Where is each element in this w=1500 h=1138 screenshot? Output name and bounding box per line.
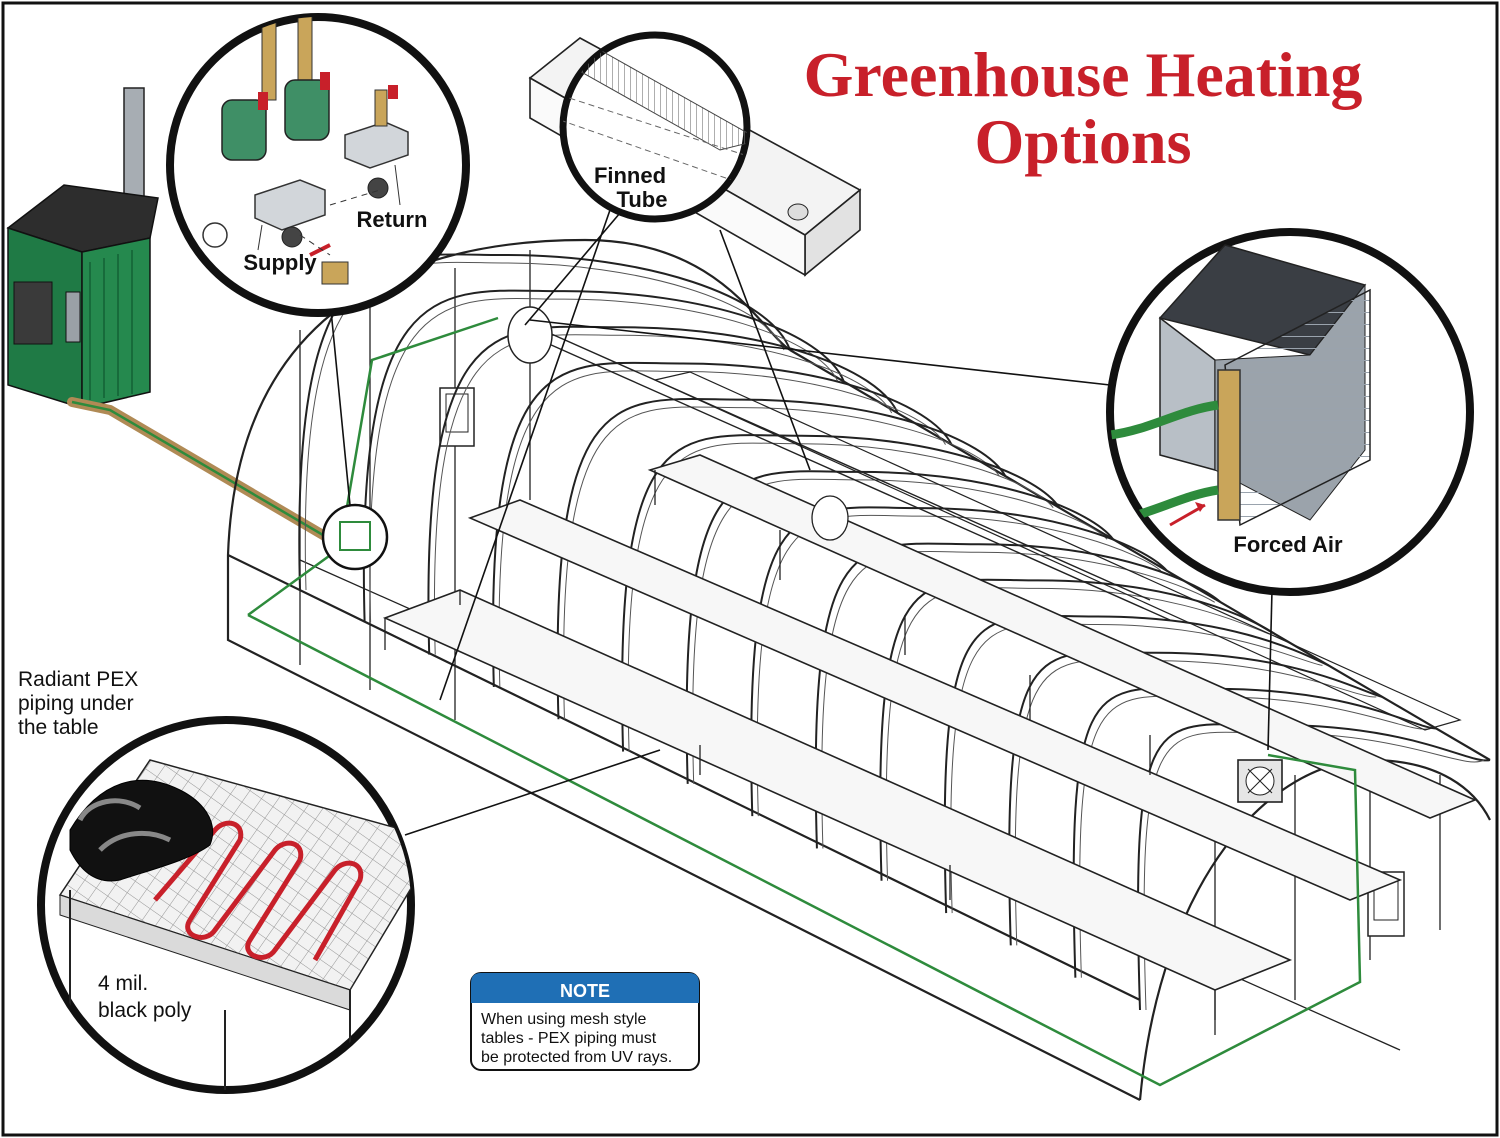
pex-loops bbox=[153, 820, 364, 962]
supply-return-callout: Return Supply bbox=[166, 13, 470, 317]
radiant-label-line-3: the table bbox=[18, 716, 99, 739]
note-line-3: be protected from UV rays. bbox=[481, 1049, 672, 1066]
forced-air-callout: Forced Air bbox=[1106, 228, 1474, 596]
outdoor-boiler bbox=[6, 87, 159, 410]
greenhouse-rib-inner bbox=[498, 370, 946, 687]
greenhouse-rib bbox=[621, 434, 1061, 752]
radiant-pex-callout: Radiant PEX piping under the table 4 mil… bbox=[18, 668, 415, 1094]
greenhouse-rib bbox=[492, 361, 953, 687]
return-label: Return bbox=[357, 207, 428, 232]
forced-air-unit-locator bbox=[1237, 759, 1283, 803]
greenhouse-rib-inner bbox=[369, 298, 839, 623]
greenhouse-rib-inner bbox=[433, 334, 893, 655]
greenhouse-rib bbox=[362, 289, 845, 623]
radiant-label-line-1: Radiant PEX bbox=[18, 668, 138, 691]
manifold-locator bbox=[321, 503, 389, 571]
perimeter-pex-loop bbox=[247, 316, 1362, 1087]
note-header: NOTE bbox=[560, 981, 610, 1001]
note-box: NOTE When using mesh style tables - PEX … bbox=[470, 972, 700, 1071]
forced-air-label: Forced Air bbox=[1233, 532, 1343, 557]
black-poly-label-line-1: 4 mil. bbox=[98, 972, 148, 995]
finned-tube-label-line-2: Tube bbox=[617, 187, 668, 212]
supply-label: Supply bbox=[243, 250, 317, 275]
radiant-label-line-2: piping under bbox=[18, 692, 134, 715]
callout-leaders bbox=[329, 209, 1273, 836]
greenhouse-rib bbox=[298, 253, 791, 591]
note-line-2: tables - PEX piping must bbox=[481, 1030, 657, 1047]
title-line-2: Options bbox=[975, 106, 1192, 177]
greenhouse-rib bbox=[556, 398, 1007, 720]
note-line-1: When using mesh style bbox=[481, 1011, 647, 1028]
title-line-1: Greenhouse Heating bbox=[804, 39, 1363, 110]
black-poly-label-line-2: black poly bbox=[98, 999, 192, 1022]
finned-tube-label-line-1: Finned bbox=[594, 163, 666, 188]
greenhouse-rib-inner bbox=[304, 261, 785, 591]
greenhouse-rib-inner bbox=[563, 406, 1000, 720]
finned-tube-callout: Finned Tube bbox=[528, 31, 862, 277]
